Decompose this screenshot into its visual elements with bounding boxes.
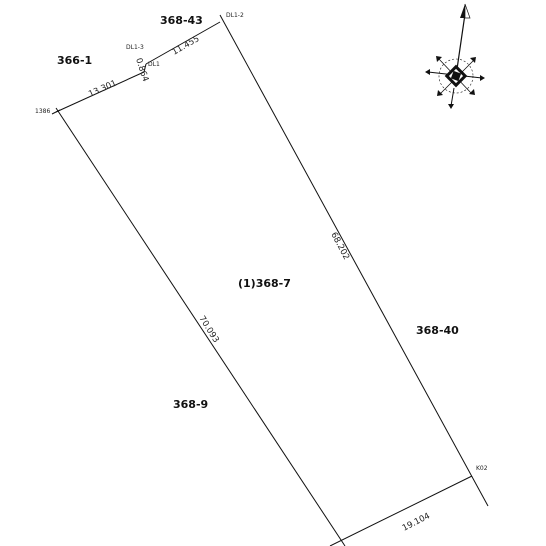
point-dl1: DL1 (148, 61, 160, 68)
boundary-south (329, 475, 473, 546)
point-k02: K02 (476, 465, 488, 472)
point-dl1-2: DL1-2 (226, 12, 244, 19)
boundary-northwest (55, 71, 145, 113)
boundary-east (219, 14, 489, 507)
dim-south-side: 19.104 (401, 511, 432, 533)
lot-northwest-label: 366-1 (57, 54, 92, 67)
dim-north-side: 11.455 (171, 34, 202, 58)
north-arrow-icon (425, 3, 485, 109)
boundary-north (145, 21, 221, 65)
dim-west-side: 70.093 (196, 314, 220, 345)
dim-east-side: 68.202 (328, 231, 351, 262)
boundary-jog (143, 63, 147, 73)
boundary-west (55, 107, 346, 546)
boundary-tick-nw (51, 109, 61, 115)
parcel-boundary (51, 14, 489, 546)
dim-northwest-side: 13.301 (87, 79, 118, 100)
lot-east-label: 368-40 (416, 324, 459, 337)
lot-subject-label: (1)368-7 (238, 277, 291, 290)
lot-north-label: 368-43 (160, 14, 203, 27)
point-1386: 1386 (35, 108, 50, 115)
lot-west-label: 368-9 (173, 398, 208, 411)
point-dl1-3: DL1-3 (126, 44, 144, 51)
